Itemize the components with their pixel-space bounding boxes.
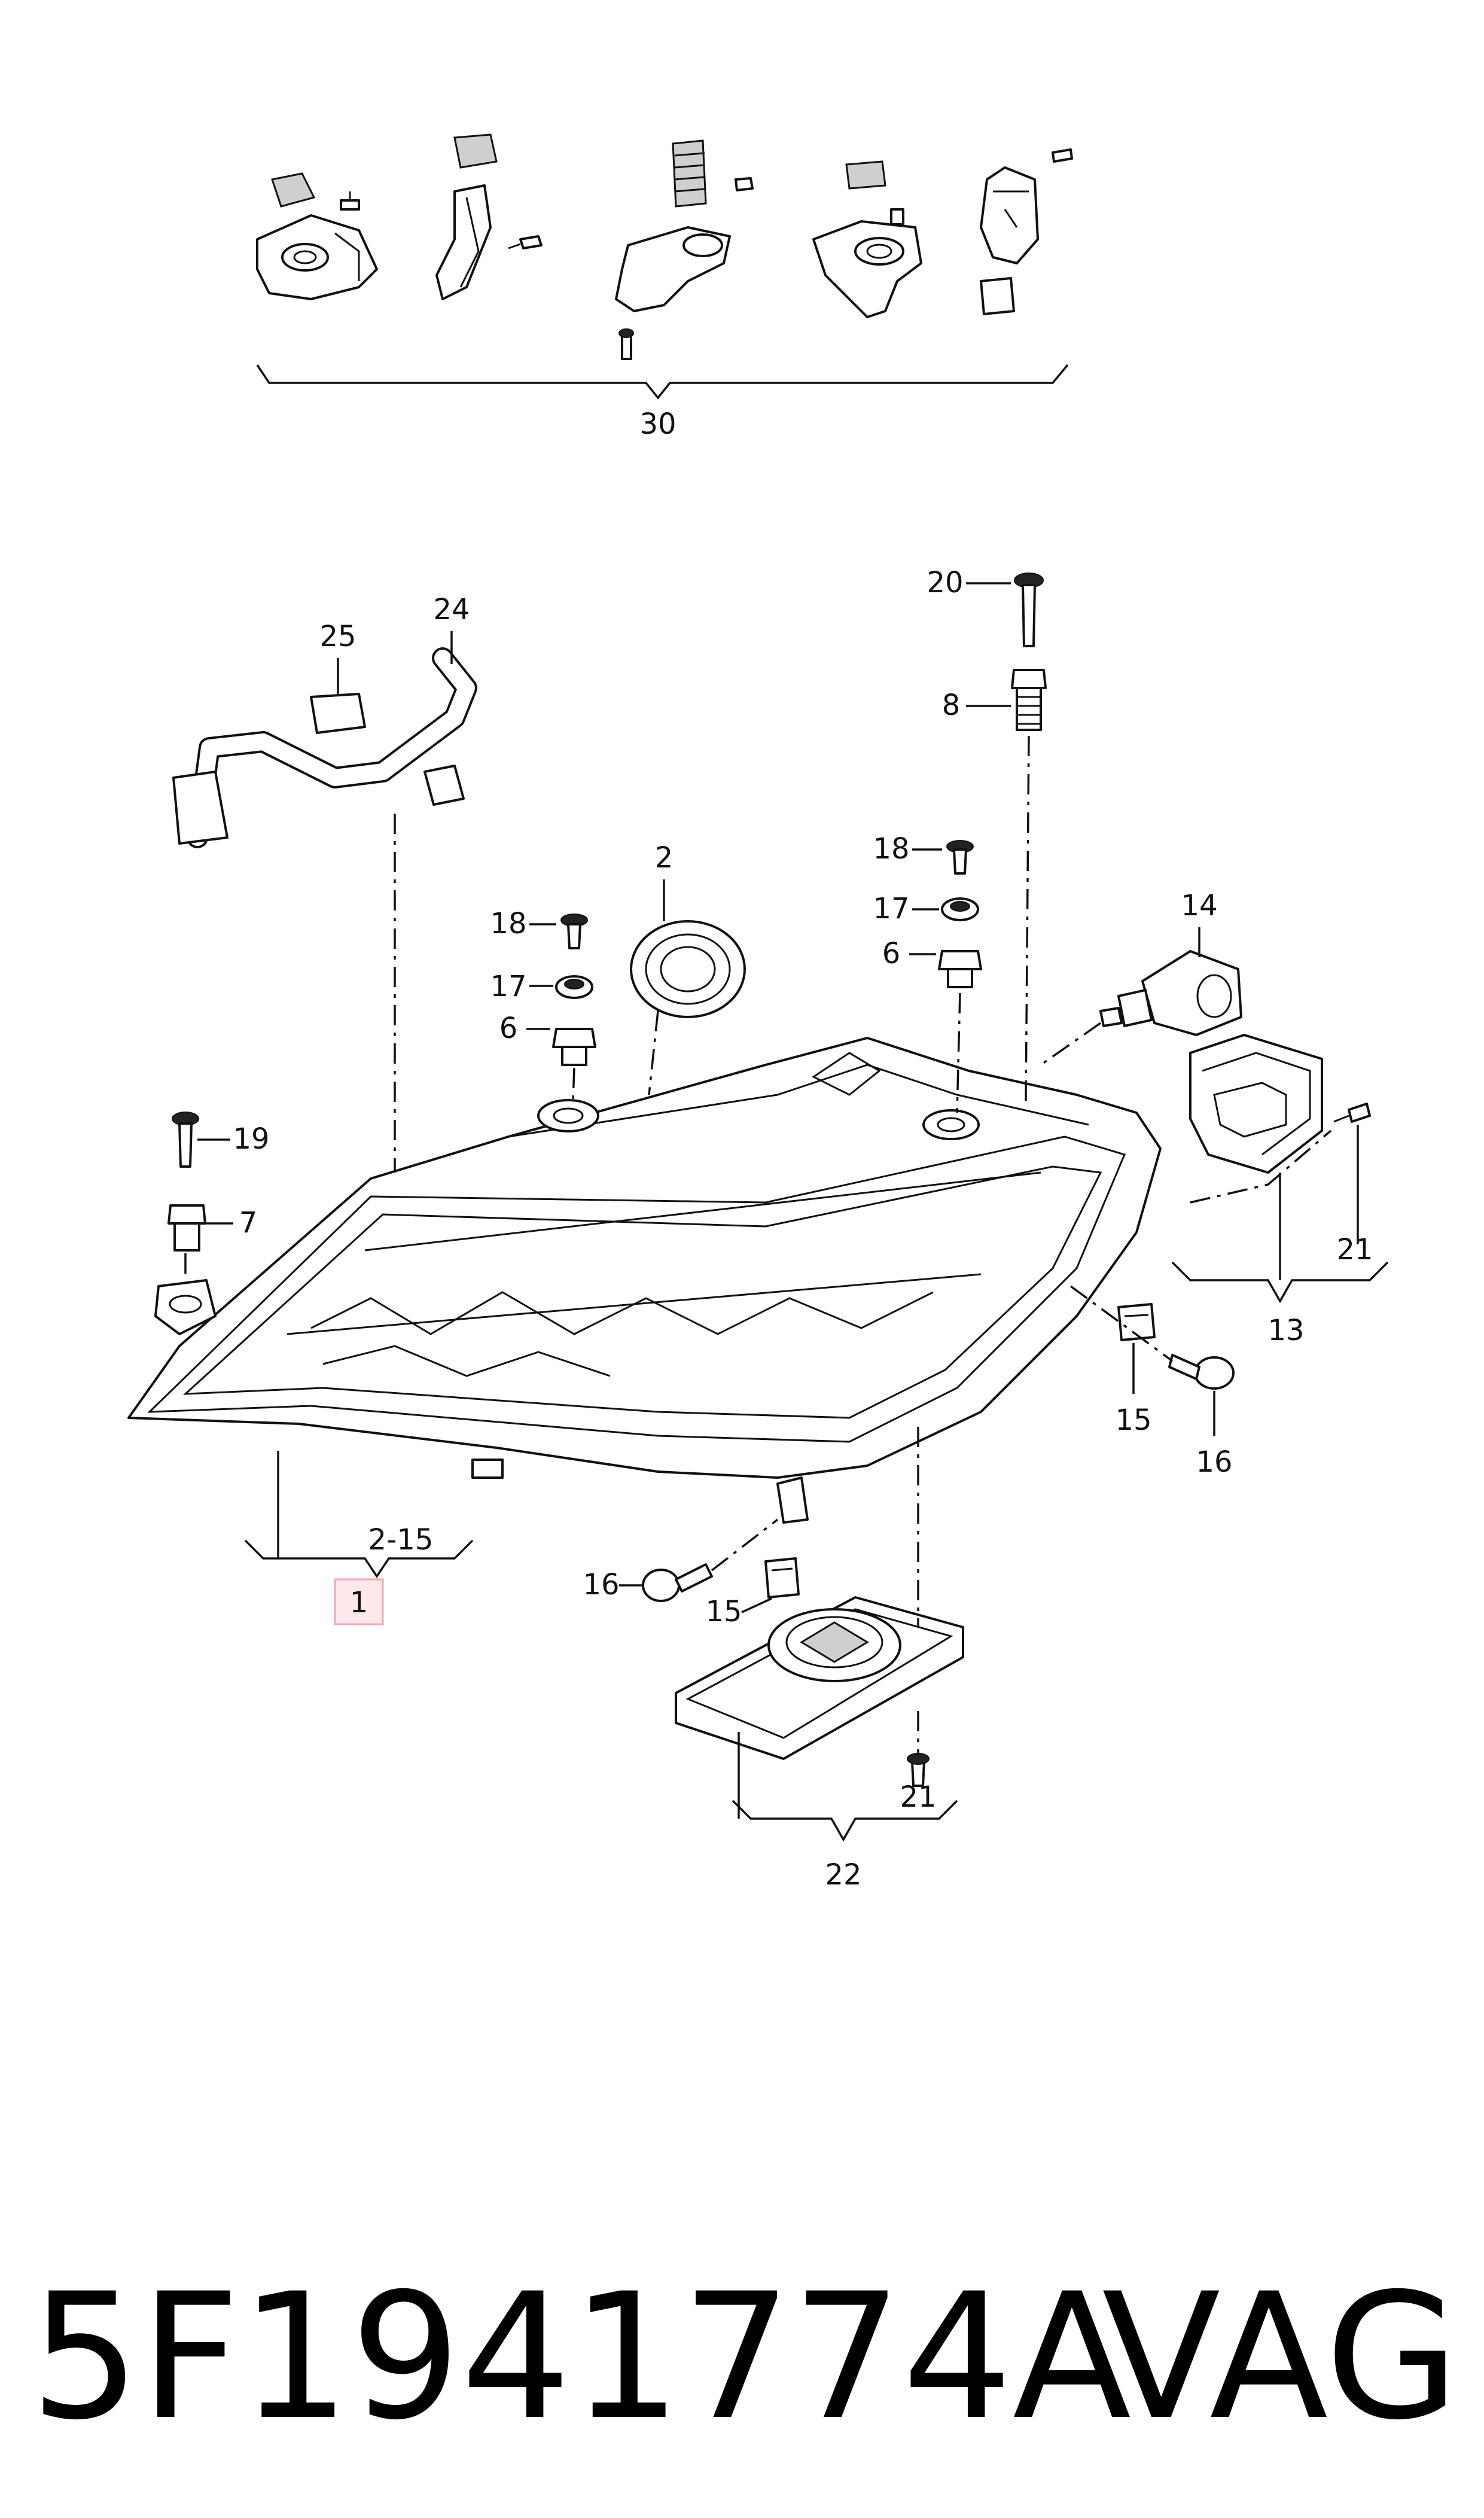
ballast-module [675, 1596, 964, 1787]
callout-15-bottom: 15 [705, 1595, 742, 1628]
callout-19: 19 [233, 1122, 269, 1156]
callout-21-bottom: 21 [900, 1780, 936, 1814]
bottom-bolt-clip [642, 1557, 800, 1602]
callout-25: 25 [319, 620, 356, 653]
callout-16-right: 16 [1196, 1445, 1232, 1479]
callout-16-bottom: 16 [583, 1568, 619, 1601]
callout-14: 14 [1181, 889, 1217, 922]
top-boss-left [537, 1099, 599, 1132]
right-clip-bolt [1117, 1303, 1235, 1390]
mount-bracket-a [256, 172, 378, 300]
mount-bracket-d [812, 160, 922, 318]
callout-24: 24 [433, 593, 470, 626]
callout-6-left: 6 [499, 1012, 518, 1045]
bulb-cover [630, 920, 746, 1018]
callout-1: 1 [350, 1586, 368, 1619]
callout-18-right: 18 [873, 832, 909, 866]
mount-bracket-b [435, 133, 543, 300]
callout-22: 22 [825, 1858, 861, 1892]
right-screw-stack [938, 840, 982, 988]
brand-label: VAG [1102, 2257, 1459, 2458]
part-number: 5F1941774A [30, 2257, 1132, 2458]
callout-6-right: 6 [882, 937, 901, 970]
callout-17-right: 17 [873, 892, 909, 925]
callout-2-15: 2-15 [368, 1523, 434, 1557]
kit-bracket [256, 364, 1069, 400]
mount-kit-group: 30 [256, 133, 1073, 441]
mount-bracket-e [980, 148, 1073, 315]
top-boss-right [922, 1109, 980, 1140]
control-module [1189, 1034, 1371, 1174]
part-1-highlight [334, 1578, 384, 1625]
assembly-bracket [244, 1539, 474, 1579]
callout-2: 2 [655, 841, 674, 875]
callout-7: 7 [239, 1206, 258, 1240]
callout-13: 13 [1267, 1314, 1304, 1347]
callout-20: 20 [927, 566, 963, 599]
mount-bracket-c [615, 139, 754, 360]
adjuster-bolt [1011, 573, 1047, 731]
left-mount-ear [154, 1279, 217, 1335]
headlamp-assembly: 24 25 2 [127, 566, 1389, 1628]
left-adjuster [167, 1112, 206, 1252]
wiring-harness [172, 647, 477, 848]
callout-30: 30 [639, 407, 676, 441]
callout-21-right: 21 [1336, 1233, 1373, 1266]
callout-8: 8 [942, 689, 961, 722]
callout-17-left: 17 [490, 970, 526, 1003]
ballast-bracket [732, 1800, 958, 1842]
leveling-actuator [1099, 950, 1242, 1036]
callout-18-left: 18 [490, 907, 526, 940]
headlamp-lens-frame [147, 1135, 1126, 1443]
callout-15-right: 15 [1115, 1403, 1151, 1437]
left-screw-stack [552, 914, 596, 1066]
